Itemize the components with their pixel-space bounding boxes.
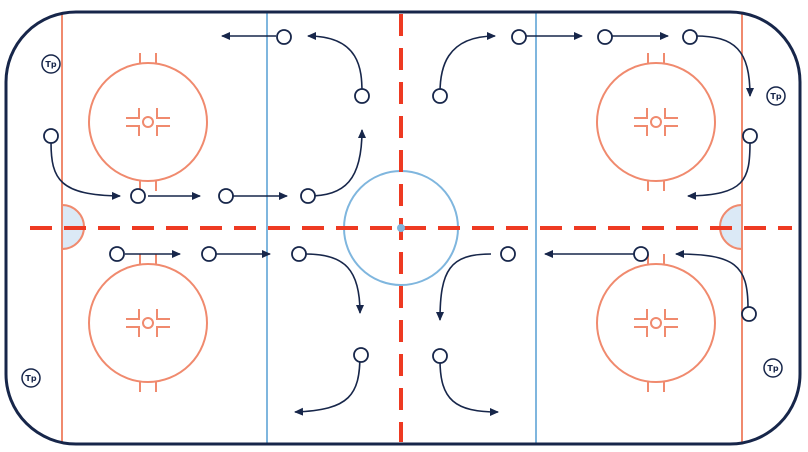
movement-arrow	[694, 35, 754, 97]
player-marker	[276, 29, 292, 45]
movement-arrow	[294, 353, 361, 416]
player-marker	[109, 246, 125, 262]
player-marker	[353, 347, 369, 363]
player-marker	[597, 29, 613, 45]
player-marker	[633, 246, 649, 262]
movement-arrow	[439, 32, 496, 94]
movement-arrow	[305, 253, 364, 314]
movement-arrow	[50, 141, 121, 200]
movement-arrow	[439, 359, 499, 416]
faceoff-circle	[88, 254, 208, 392]
faceoff-circle	[596, 53, 716, 191]
trainer-marker: Tp	[21, 368, 41, 388]
player-marker	[130, 188, 146, 204]
faceoff-circle	[596, 254, 716, 392]
movement-arrow	[675, 250, 749, 309]
player-marker	[432, 348, 448, 364]
trainer-label: Tp	[45, 60, 56, 69]
trainer-label: Tp	[25, 374, 36, 383]
player-marker	[742, 128, 758, 144]
trainer-marker: Tp	[41, 54, 61, 74]
movement-arrow	[307, 129, 366, 197]
trainer-marker: Tp	[766, 86, 786, 106]
movement-arrow	[307, 32, 363, 94]
faceoff-circle	[88, 53, 208, 191]
player-marker	[741, 306, 757, 322]
trainer-label: Tp	[767, 364, 778, 373]
player-marker	[682, 29, 698, 45]
center-faceoff-dot	[397, 224, 405, 232]
player-marker	[43, 128, 59, 144]
player-marker	[432, 88, 448, 104]
player-marker	[218, 188, 234, 204]
player-marker	[291, 246, 307, 262]
player-marker	[201, 246, 217, 262]
player-marker	[511, 29, 527, 45]
movement-arrow	[436, 253, 492, 321]
rink-boards	[4, 10, 802, 446]
movement-arrow	[687, 141, 751, 200]
player-marker	[354, 88, 370, 104]
trainer-marker: Tp	[763, 358, 783, 378]
trainer-label: Tp	[770, 92, 781, 101]
player-marker	[500, 246, 516, 262]
player-marker	[300, 188, 316, 204]
